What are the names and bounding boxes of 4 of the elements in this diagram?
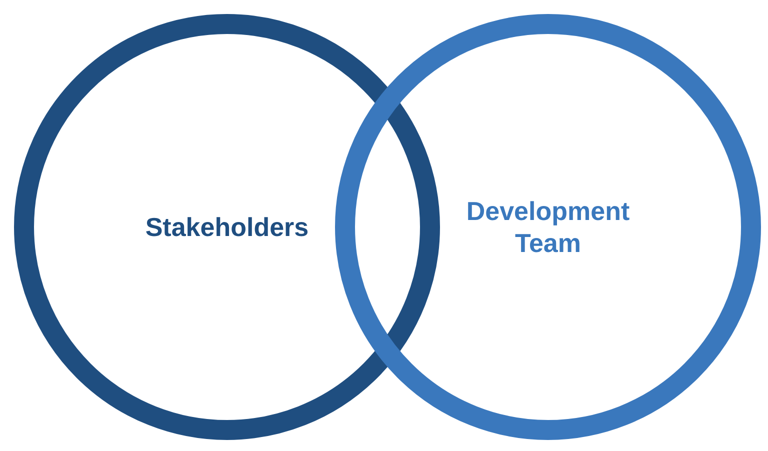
venn-circle bbox=[335, 14, 761, 440]
circle-label: Development Team bbox=[465, 195, 631, 259]
venn-circle bbox=[14, 14, 440, 440]
circle-label: Stakeholders bbox=[145, 211, 309, 243]
